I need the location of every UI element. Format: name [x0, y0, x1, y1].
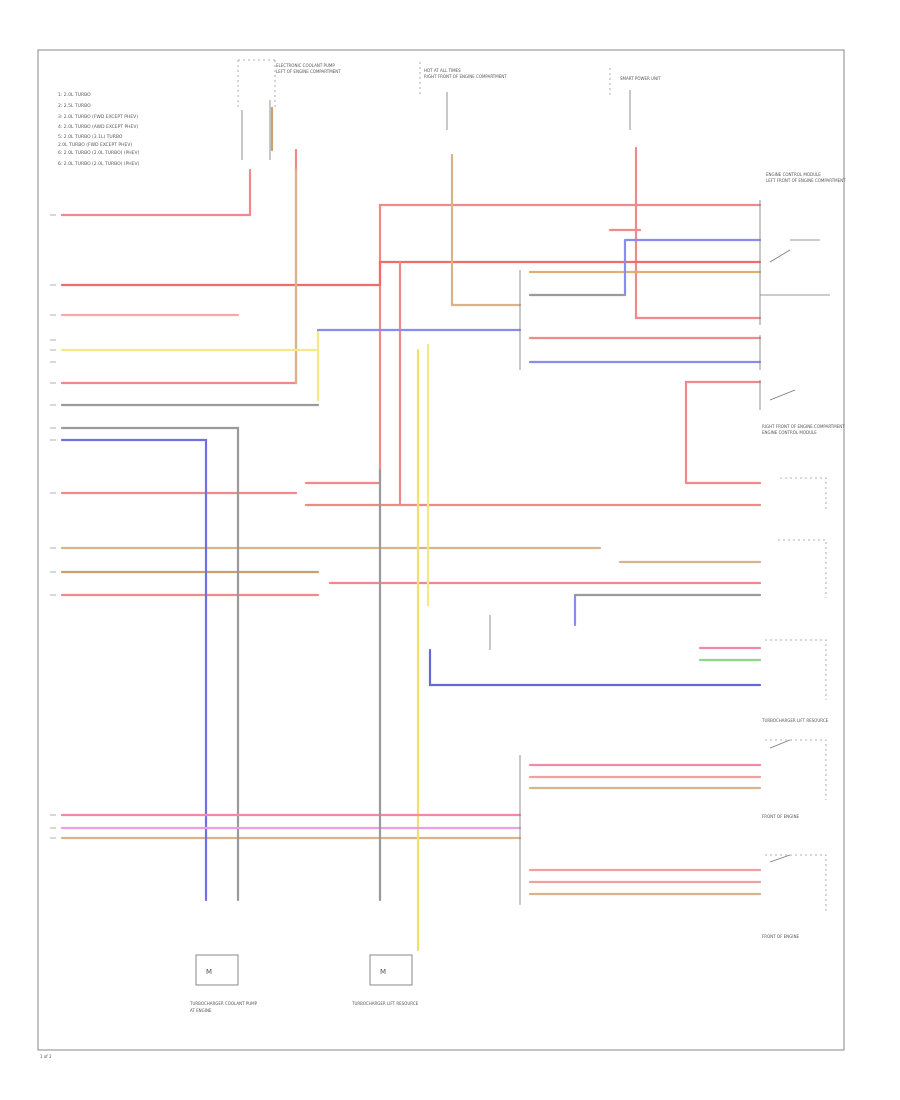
right-labels: RIGHT FRONT OF ENGINE COMPARTMENT ENGINE…	[761, 424, 845, 939]
component-label: ENGINE CONTROL MODULE	[766, 172, 821, 177]
component-label: TURBOCHARGER LIFT RESOURCE	[351, 1001, 419, 1006]
legend-line: 6: 2.0L TURBO (2.0L TURBO) (PHEV)	[58, 150, 140, 156]
motor-symbol: M	[380, 968, 386, 976]
tan-wires	[60, 106, 762, 840]
coolant-pump-box	[195, 954, 239, 986]
component-label: TURBOCHARGER COOLANT PUMP	[189, 1001, 258, 1006]
coolant-pump-box	[369, 954, 413, 986]
motor-symbol: M	[206, 968, 212, 976]
red-wires	[60, 146, 762, 597]
legend-line: 3: 2.0L TURBO (FWD EXCEPT PHEV)	[58, 114, 138, 120]
component-label: RIGHT FRONT OF ENGINE COMPARTMENT	[424, 74, 507, 79]
component-label: SMART POWER UNIT	[620, 76, 661, 81]
legend-line: 5: 2.0L TURBO (3.1L) TURBO	[58, 134, 123, 140]
left-pin-ticks	[50, 214, 56, 839]
top-connectors	[237, 59, 631, 160]
legend-line: 4: 2.0L TURBO (AWD EXCEPT PHEV)	[58, 124, 138, 130]
component-label: RIGHT FRONT OF ENGINE COMPARTMENT	[762, 424, 845, 429]
component-label: FRONT OF ENGINE	[762, 814, 799, 819]
component-label: TURBOCHARGER LIFT RESOURCE	[761, 718, 829, 723]
component-label: ENGINE CONTROL MODULE	[762, 430, 817, 435]
bottom-components: M M TURBOCHARGER COOLANT PUMP AT ENGINE …	[189, 954, 419, 1013]
gray-wires	[60, 293, 762, 902]
misc-wires	[60, 468, 762, 902]
component-label: FRONT OF ENGINE	[762, 934, 799, 939]
yellow-wires	[60, 328, 430, 952]
component-label: LEFT OF ENGINE COMPARTMENT	[276, 69, 341, 74]
legend: 1: 2.0L TURBO 2: 2.5L TURBO 3: 2.0L TURB…	[58, 92, 140, 167]
component-label: HOT AT ALL TIMES	[424, 68, 461, 73]
diagram-frame	[37, 49, 845, 1051]
legend-line: 2: 2.5L TURBO	[58, 103, 91, 109]
legend-line: 2.0L TURBO (FWD EXCEPT PHEV)	[58, 142, 132, 148]
component-label: ELECTRONIC COOLANT PUMP	[276, 63, 335, 68]
right-connectors	[489, 200, 830, 912]
top-labels: ELECTRONIC COOLANT PUMP LEFT OF ENGINE C…	[276, 63, 846, 183]
legend-line: 6: 2.0L TURBO (2.0L TURBO) (PHEV)	[58, 161, 140, 167]
component-label: AT ENGINE	[190, 1008, 212, 1013]
component-label: LEFT FRONT OF ENGINE COMPARTMENT	[766, 178, 846, 183]
page-id: 1 of 2	[40, 1054, 52, 1059]
blue-wires	[60, 238, 762, 902]
legend-line: 1: 2.0L TURBO	[58, 92, 91, 98]
